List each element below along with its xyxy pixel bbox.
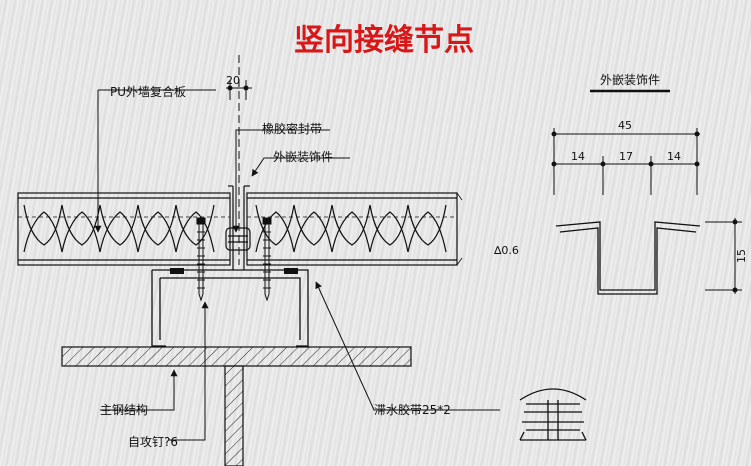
detail-title: 外嵌装饰件	[600, 73, 660, 87]
pu-panel-left	[17, 192, 231, 266]
detail-dim-height: 15	[735, 249, 748, 263]
label-tapping-screw: 自攻钉?6	[128, 435, 178, 449]
label-rubber-seal: 橡胶密封带	[262, 121, 322, 136]
leader-pu-panel	[98, 89, 216, 232]
leader-main-steel	[100, 369, 178, 411]
steel-flange	[61, 346, 412, 367]
pu-panel-right	[246, 192, 463, 266]
detail-dim-mid: 17	[619, 150, 633, 163]
joint-dimension-text: 20	[226, 74, 240, 87]
leader-outer-trim	[251, 157, 350, 177]
leader-rubber-seal	[232, 129, 330, 233]
water-stop-tape-left	[170, 268, 184, 274]
rubber-seal-profile	[519, 388, 587, 441]
joint-dimension	[226, 80, 252, 100]
label-outer-trim: 外嵌装饰件	[273, 150, 333, 164]
trim-profile	[555, 221, 701, 295]
tapping-screw-right	[262, 217, 272, 302]
steel-web	[224, 365, 244, 466]
c-channel	[151, 269, 309, 347]
label-water-stop-tape: 滞水胶带25*2	[374, 402, 451, 417]
detail-dim-right: 14	[667, 150, 681, 163]
water-stop-tape-right	[284, 268, 298, 274]
detail-dim-left: 14	[571, 150, 585, 163]
page-title: 竖向接缝节点	[294, 23, 474, 58]
leader-water-stop-tape	[315, 281, 500, 411]
detail-dimensions	[551, 128, 742, 294]
leader-tapping-screw	[168, 301, 209, 441]
tapping-screw-left	[196, 217, 206, 302]
detail-dim-total: 45	[618, 119, 632, 132]
label-main-steel: 主钢结构	[100, 402, 148, 417]
detail-thickness: ∆0.6	[493, 244, 519, 257]
label-pu-panel: PU外墙复合板	[110, 84, 186, 99]
